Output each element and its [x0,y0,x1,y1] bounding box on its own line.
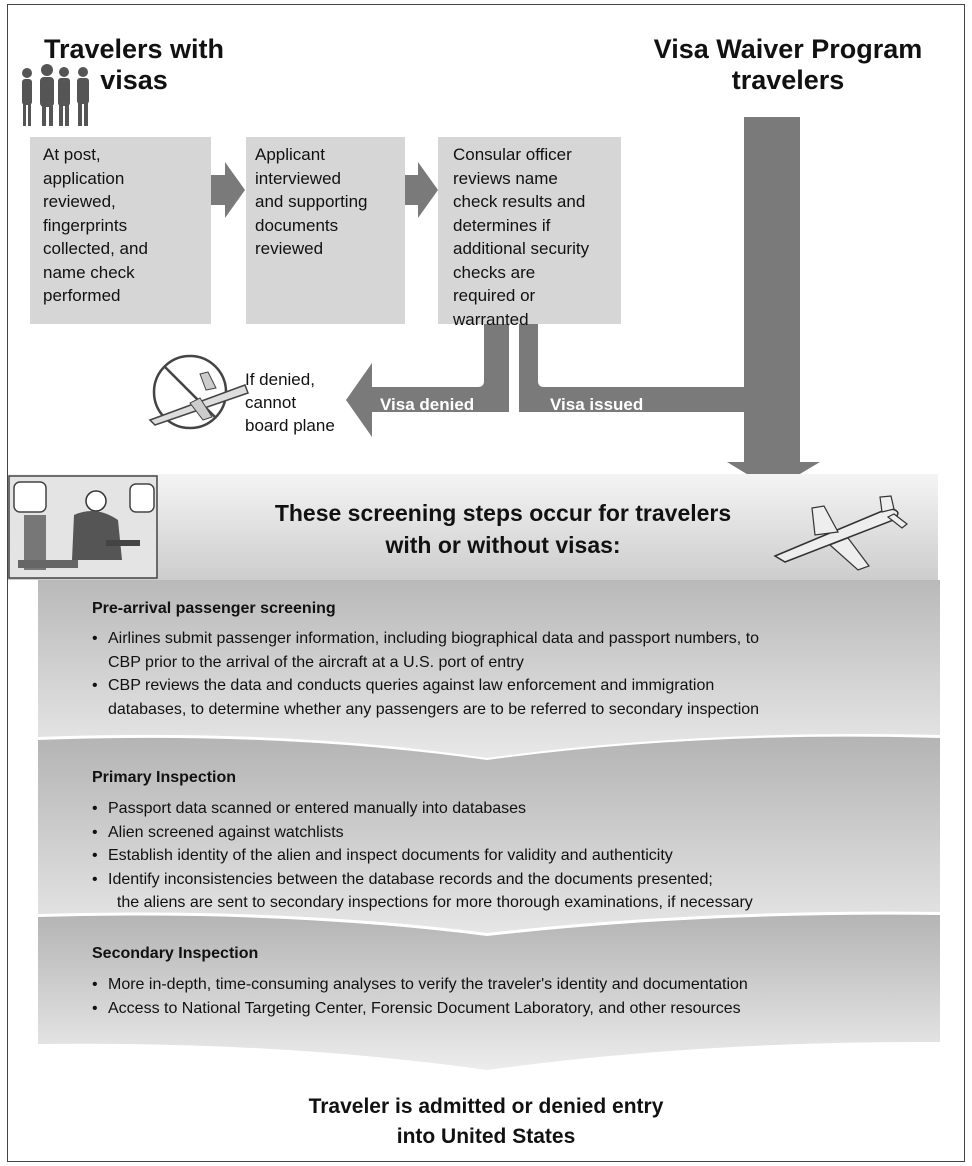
airplane-icon [773,495,908,571]
step-arrow-1 [210,162,245,218]
visa-issued-label: Visa issued [550,395,644,414]
visa-issued-arrow [519,323,744,412]
step-text-interview: Applicant interviewed and supporting doc… [255,145,368,258]
bullet-item: Access to National Targeting Center, For… [92,997,748,1021]
passenger-illustration-icon [8,475,158,579]
no-boarding-icon [148,354,249,430]
bullet-item: Identify inconsistencies between the dat… [92,868,753,915]
bullet-item: Airlines submit passenger information, i… [92,627,759,674]
step-text-consular: Consular officer reviews name check resu… [453,145,590,329]
visa-denied-label: Visa denied [380,395,475,414]
bullet-item: CBP reviews the data and conducts querie… [92,674,759,721]
bullet-item: Establish identity of the alien and insp… [92,844,753,868]
denied-note: If denied, cannot board plane [245,370,335,435]
screening-band-title: These screening steps occur for traveler… [274,500,732,558]
final-outcome: Traveler is admitted or denied entry int… [308,1095,664,1148]
bullet-item: Alien screened against watchlists [92,821,753,845]
step-arrow-2 [403,162,438,218]
vwp-arrow [727,117,820,490]
travelers-silhouette-icon [22,64,89,126]
visa-denied-arrow [346,323,509,437]
step-box-consular [438,137,621,324]
step-text-application: At post, application reviewed, fingerpri… [43,145,148,305]
pre-arrival-bullets: Airlines submit passenger information, i… [92,627,759,721]
step-box-application [30,137,211,324]
title-visa-waiver-travelers: Visa Waiver Program travelers [653,34,923,95]
screening-band [8,474,938,580]
section-heading-pre-arrival: Pre-arrival passenger screening [92,600,336,617]
primary-bullets: Passport data scanned or entered manuall… [92,797,753,915]
section-heading-secondary: Secondary Inspection [92,945,259,962]
diagram-frame [7,4,965,1162]
step-box-interview [246,137,405,324]
title-travelers-with-visas: Travelers with visas [43,34,225,95]
bullet-item: Passport data scanned or entered manuall… [92,797,753,821]
section-heading-primary: Primary Inspection [92,769,237,786]
secondary-bullets: More in-depth, time-consuming analyses t… [92,973,748,1020]
bullet-item: More in-depth, time-consuming analyses t… [92,973,748,997]
